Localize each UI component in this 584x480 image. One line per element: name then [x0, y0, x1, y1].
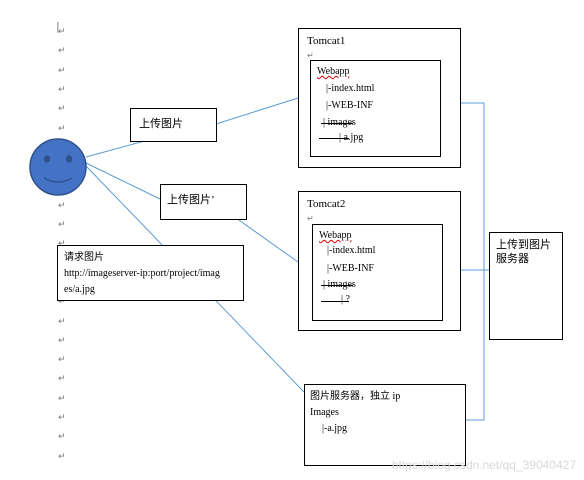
paragraph-mark: ↵ — [58, 432, 66, 443]
upload-server-box: 上传到图片 服务器 — [489, 232, 563, 340]
return-mark: ↵ — [307, 214, 314, 223]
tomcat1-images: | images — [323, 117, 356, 128]
tomcat2-webinf: |-WEB-INF — [327, 263, 374, 274]
line-upload2-to-tomcat2 — [235, 217, 299, 263]
paragraph-mark: ↵ — [58, 374, 66, 385]
upload1-label: 上传图片 — [139, 118, 183, 130]
paragraph-mark: ↵ — [58, 84, 66, 95]
paragraph-mark: ↵ — [58, 451, 66, 462]
watermark: https://blog.csdn.net/qq_39040427 — [391, 458, 576, 472]
paragraph-mark: ↵ — [58, 27, 66, 37]
upload2-box: 上传图片’ — [160, 184, 247, 220]
tomcat2-webapp: Webapp — [319, 230, 352, 241]
request-line1: 请求图片 — [64, 252, 104, 263]
tree-branch-line — [321, 123, 353, 124]
image-server-title: 图片服务器，独立 ip — [310, 391, 401, 402]
tomcat2-file: | ? — [341, 294, 350, 305]
tomcat2-images: | images — [323, 279, 356, 290]
paragraph-mark: ↵ — [58, 355, 66, 366]
tomcat1-file: | a.jpg — [339, 132, 364, 143]
tomcat2-index: |-index.html — [327, 245, 376, 256]
tomcat1-index: |-index.html — [326, 83, 375, 94]
paragraph-mark: ↵ — [58, 393, 66, 404]
tomcat1-webapp: Webapp — [317, 66, 350, 77]
paragraph-mark: ↵ — [58, 316, 66, 327]
paragraph-mark: ↵ — [58, 65, 66, 76]
image-server-box: 图片服务器，独立 ip Images |-a.jpg — [304, 384, 466, 466]
image-server-images: Images — [310, 407, 339, 418]
image-server-file: |-a.jpg — [322, 423, 348, 434]
smiley-icon — [29, 138, 87, 196]
cursor-mark: | — [56, 20, 60, 33]
tomcat2-webapp-box: Webapp |-index.html |-WEB-INF | images |… — [312, 224, 443, 321]
paragraph-mark: ↵ — [58, 220, 66, 230]
line-upload-server-to-image-server — [466, 270, 485, 421]
tomcat1-webinf: |-WEB-INF — [326, 100, 373, 111]
tomcat1-webapp-box: Webapp |-index.html |-WEB-INF | images |… — [310, 60, 441, 157]
tomcat2-box: Tomcat2 ↵ Webapp |-index.html |-WEB-INF … — [298, 191, 461, 331]
tree-branch-line — [319, 138, 349, 139]
tree-branch-line — [321, 301, 349, 302]
paragraph-mark: ↵ — [58, 413, 66, 423]
upload1-box: 上传图片 — [130, 108, 217, 142]
paragraph-mark: ↵ — [58, 46, 66, 57]
tomcat1-box: Tomcat1 ↵ Webapp |-index.html |-WEB-INF … — [298, 28, 461, 168]
request-line3: es/a.jpg — [64, 284, 95, 295]
paragraph-mark: ↵ — [58, 123, 66, 134]
paragraph-mark: ↵ — [58, 240, 66, 249]
upload-server-line1: 上传到图片 — [496, 239, 551, 251]
upload2-label: 上传图片’ — [167, 194, 215, 206]
paragraph-mark: ↵ — [58, 104, 66, 115]
paragraph-mark: ↵ — [58, 200, 66, 211]
return-mark: ↵ — [307, 51, 314, 60]
line-user-to-upload2 — [85, 162, 163, 201]
request-box: 请求图片 http://imageserver-ip:port/project/… — [57, 245, 244, 301]
request-line2: http://imageserver-ip:port/project/imag — [64, 268, 220, 279]
line-upload1-to-tomcat1 — [215, 97, 299, 125]
tree-branch-line — [321, 285, 353, 286]
tomcat2-title: Tomcat2 — [307, 198, 346, 210]
upload-server-line2: 服务器 — [496, 253, 529, 265]
paragraph-mark: ↵ — [58, 335, 66, 346]
tomcat1-title: Tomcat1 — [307, 35, 346, 47]
line-user-to-upload1 — [85, 139, 149, 158]
paragraph-mark: ↵ — [58, 297, 66, 308]
